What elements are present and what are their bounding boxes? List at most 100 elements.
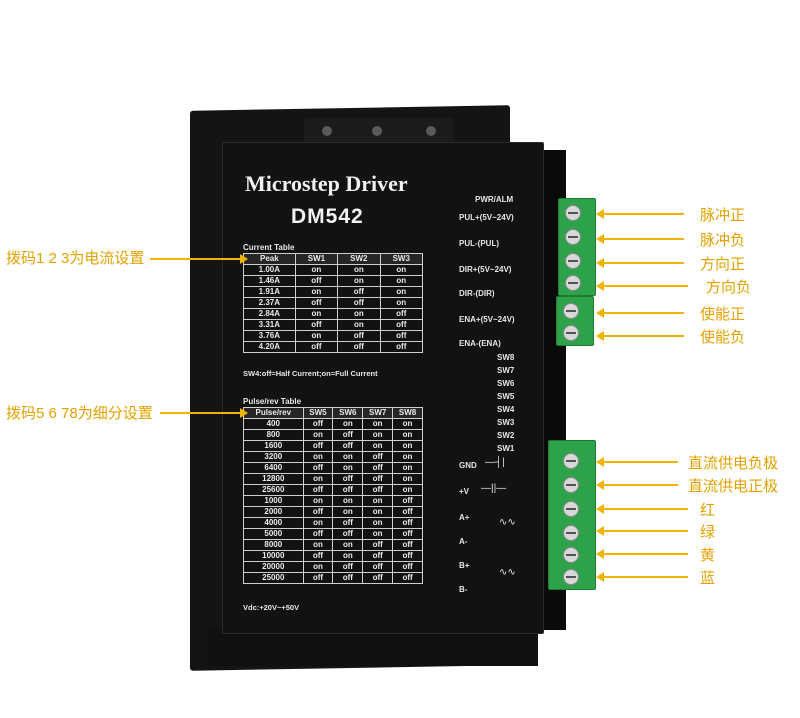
table-cell: on bbox=[302, 495, 334, 507]
table-header-cell: SW6 bbox=[332, 407, 364, 419]
screw-icon bbox=[563, 525, 579, 541]
table-cell: off bbox=[302, 484, 334, 496]
table-cell: 2.37A bbox=[243, 297, 296, 309]
switch-label: SW2 bbox=[497, 431, 515, 440]
arrow-left-icon bbox=[596, 209, 684, 219]
table-header-cell: SW7 bbox=[362, 407, 394, 419]
table-cell: off bbox=[392, 517, 423, 529]
power-label: B- bbox=[459, 585, 468, 594]
table-cell: on bbox=[392, 440, 423, 452]
table-cell: on bbox=[392, 473, 423, 485]
table-cell: off bbox=[337, 297, 381, 309]
table-cell: on bbox=[337, 308, 381, 320]
table-cell: on bbox=[294, 264, 339, 276]
table-cell: 25600 bbox=[243, 484, 304, 496]
table-cell: off bbox=[337, 286, 381, 298]
table-cell: off bbox=[337, 341, 381, 353]
power-label: +V bbox=[459, 487, 470, 496]
table-cell: off bbox=[362, 561, 394, 573]
arrow-left-icon bbox=[596, 331, 684, 341]
table-cell: 12800 bbox=[243, 473, 304, 485]
table-header-cell: SW5 bbox=[302, 407, 334, 419]
table-cell: 1.00A bbox=[243, 264, 296, 276]
switch-label: SW8 bbox=[497, 353, 515, 362]
table-cell: off bbox=[294, 297, 339, 309]
screw-icon bbox=[565, 205, 581, 221]
device-model: DM542 bbox=[291, 205, 364, 228]
driver-front-panel: Microstep Driver DM542 Current Table Pea… bbox=[222, 142, 544, 634]
table-cell: off bbox=[302, 528, 334, 540]
table-cell: on bbox=[302, 539, 334, 551]
table-cell: on bbox=[302, 517, 334, 529]
table-cell: off bbox=[362, 484, 394, 496]
table-cell: off bbox=[332, 517, 364, 529]
table-cell: off bbox=[362, 462, 394, 474]
table-cell: on bbox=[379, 264, 424, 276]
table-header-cell: SW1 bbox=[294, 253, 339, 265]
table-cell: off bbox=[392, 572, 423, 584]
capacitor-symbol-icon: —||— bbox=[481, 483, 507, 494]
table-cell: 5000 bbox=[243, 528, 304, 540]
table-cell: on bbox=[362, 440, 394, 452]
table-cell: 10000 bbox=[243, 550, 304, 562]
power-label: A+ bbox=[459, 513, 470, 522]
table-cell: on bbox=[337, 319, 381, 331]
table-cell: off bbox=[362, 539, 394, 551]
table-cell: off bbox=[294, 275, 339, 287]
signal-label: PUL-(PUL) bbox=[459, 239, 499, 248]
switch-label: SW1 bbox=[497, 444, 515, 453]
signal-label: PWR/ALM bbox=[475, 195, 514, 204]
table-cell: 2.84A bbox=[243, 308, 296, 320]
table-cell: on bbox=[362, 506, 394, 518]
table-cell: on bbox=[302, 451, 334, 463]
table-header-cell: Peak bbox=[243, 253, 296, 265]
annotation-yellow: 黄 bbox=[700, 547, 716, 564]
switch-label: SW7 bbox=[497, 366, 515, 375]
power-label: B+ bbox=[459, 561, 470, 570]
table-cell: on bbox=[294, 330, 339, 342]
screw-icon bbox=[565, 275, 581, 291]
signal-label: PUL+(5V~24V) bbox=[459, 213, 514, 222]
table-cell: 20000 bbox=[243, 561, 304, 573]
table-cell: on bbox=[362, 517, 394, 529]
table-cell: off bbox=[332, 572, 364, 584]
table-cell: on bbox=[332, 418, 364, 430]
table-cell: 400 bbox=[243, 418, 304, 430]
arrow-left-icon bbox=[596, 480, 678, 490]
table-cell: 1.46A bbox=[243, 275, 296, 287]
table-cell: 2000 bbox=[243, 506, 304, 518]
table-header-cell: Pulse/rev bbox=[243, 407, 304, 419]
screw-icon bbox=[565, 253, 581, 269]
arrow-left-icon bbox=[596, 308, 684, 318]
table-cell: 3.76A bbox=[243, 330, 296, 342]
table-cell: 1000 bbox=[243, 495, 304, 507]
arrow-left-icon bbox=[596, 234, 684, 244]
power-terminal-block bbox=[548, 440, 596, 590]
screw-icon bbox=[563, 477, 579, 493]
mount-hole bbox=[426, 126, 436, 136]
table-cell: off bbox=[337, 330, 381, 342]
table-cell: on bbox=[294, 308, 339, 320]
table-header-cell: SW3 bbox=[379, 253, 424, 265]
ground-symbol-icon: —┤| bbox=[485, 457, 505, 468]
table-cell: off bbox=[392, 495, 423, 507]
signal-label: ENA-(ENA) bbox=[459, 339, 501, 348]
table-cell: on bbox=[337, 275, 381, 287]
coil-symbol-icon: ∿∿ bbox=[499, 567, 516, 578]
table-cell: off bbox=[392, 561, 423, 573]
table-cell: on bbox=[379, 286, 424, 298]
table-cell: 800 bbox=[243, 429, 304, 441]
table-cell: on bbox=[302, 429, 334, 441]
